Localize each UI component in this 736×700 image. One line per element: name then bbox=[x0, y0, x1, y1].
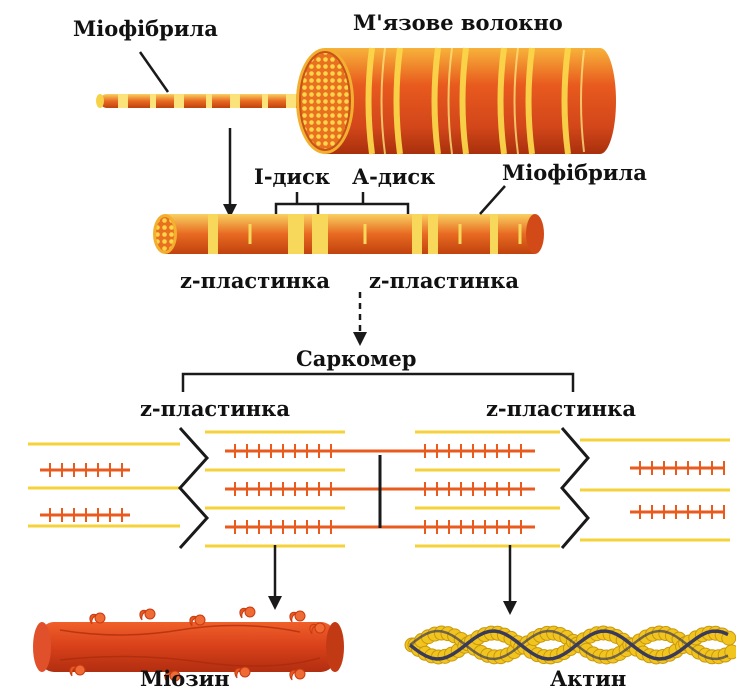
label-muscle-fiber: М'язове волокно bbox=[353, 12, 563, 33]
sarcomere-bracket bbox=[183, 374, 573, 392]
disk-brackets bbox=[276, 192, 408, 214]
arrow-to-myosin bbox=[268, 545, 282, 610]
label-a-disk: А-диск bbox=[352, 166, 435, 187]
myofibril-segment bbox=[153, 214, 544, 254]
myosin-head bbox=[145, 609, 155, 619]
arrow-to-actin bbox=[503, 545, 517, 615]
label-z-plate-mid-left: z-пластинка bbox=[180, 270, 330, 291]
z-disc-left bbox=[180, 428, 207, 548]
myosin-head bbox=[295, 611, 305, 621]
label-actin: Актин bbox=[550, 668, 626, 689]
label-i-disk: I-диск bbox=[254, 166, 330, 187]
myosin-head bbox=[240, 667, 250, 677]
myosin-head bbox=[195, 615, 205, 625]
sarcomere-detail bbox=[28, 428, 730, 548]
muscle-fiber-cylinder bbox=[296, 48, 616, 154]
myosin-head bbox=[75, 665, 85, 675]
arrow-to-myofibril bbox=[223, 128, 237, 218]
myosin-head bbox=[295, 669, 305, 679]
myosin-head bbox=[245, 607, 255, 617]
actin-filament bbox=[405, 626, 736, 664]
myofibril-strand-top bbox=[96, 94, 310, 108]
myofibril-top-pointer bbox=[140, 52, 168, 92]
label-z-plate-low-left: z-пластинка bbox=[140, 398, 290, 419]
label-z-plate-mid-right: z-пластинка bbox=[369, 270, 519, 291]
myosin-head bbox=[315, 623, 325, 633]
label-myofibril-top: Міофібрила bbox=[73, 18, 218, 39]
label-z-plate-low-right: z-пластинка bbox=[486, 398, 636, 419]
arrow-to-sarcomere bbox=[353, 292, 367, 346]
label-myosin: Міозин bbox=[140, 668, 230, 689]
label-sarcomere: Саркомер bbox=[296, 348, 416, 369]
label-myofibril-mid: Міофібрила bbox=[502, 162, 647, 183]
myofibril-mid-pointer bbox=[480, 186, 505, 214]
myosin-head bbox=[95, 613, 105, 623]
z-disc-right bbox=[562, 428, 588, 548]
